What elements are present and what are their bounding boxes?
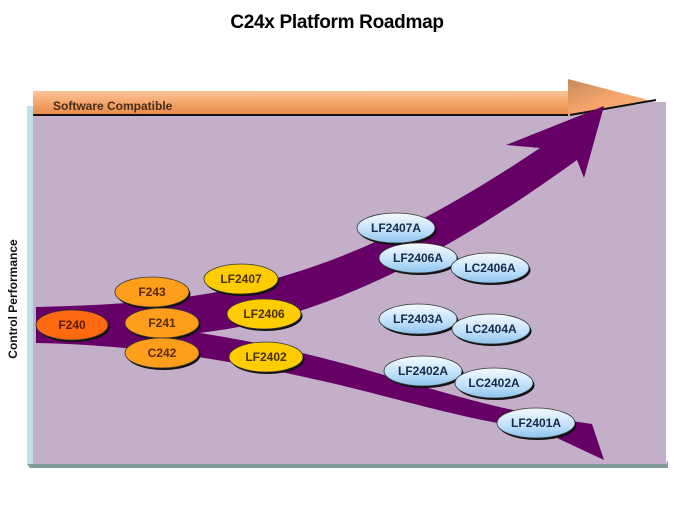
device-ellipse: [124, 337, 200, 369]
device-lf2406: LF2406: [226, 298, 303, 331]
device-lf2407a: LF2407A: [356, 212, 437, 245]
device-lf2402a: LF2402A: [383, 355, 464, 388]
device-lf2403a: LF2403A: [378, 303, 459, 336]
device-label: LF2406A: [393, 251, 443, 265]
device-label: LC2404A: [465, 322, 517, 336]
device-ellipse: [356, 212, 436, 244]
device-ellipse: [228, 341, 304, 373]
device-ellipse: [378, 303, 458, 335]
device-label: LF2407: [220, 272, 262, 286]
device-label: LC2402A: [468, 376, 520, 390]
device-ellipse: [451, 313, 531, 345]
device-lf2406a: LF2406A: [378, 242, 459, 275]
page-title: C24x Platform Roadmap: [230, 12, 444, 33]
top-arrow-label: Software Compatible: [53, 99, 173, 113]
device-label: LF2402: [245, 350, 287, 364]
software-compatible-arrow: [33, 79, 657, 116]
device-ellipse: [496, 407, 576, 439]
device-ellipse: [226, 298, 302, 330]
device-ellipse: [450, 252, 530, 284]
device-label: F243: [138, 285, 166, 299]
device-lc2406a: LC2406A: [450, 252, 531, 285]
device-lc2404a: LC2404A: [451, 313, 532, 346]
device-lc2402a: LC2402A: [454, 367, 535, 400]
panel-left-edge: [27, 106, 33, 464]
device-label: LF2407A: [371, 221, 421, 235]
device-ellipse: [114, 276, 190, 308]
device-lf2401a: LF2401A: [496, 407, 577, 440]
device-f240: F240: [35, 309, 110, 342]
device-ellipse: [203, 263, 279, 295]
device-label: C242: [148, 346, 177, 360]
device-ellipse: [454, 367, 534, 399]
device-c242: C242: [124, 337, 201, 370]
device-label: LF2401A: [511, 416, 561, 430]
device-ellipse: [378, 242, 458, 274]
device-label: F240: [58, 318, 86, 332]
device-lf2407: LF2407: [203, 263, 280, 296]
device-f241: F241: [124, 307, 201, 340]
device-label: LF2406: [243, 307, 285, 321]
device-lf2402: LF2402: [228, 341, 305, 374]
device-ellipse: [35, 309, 109, 341]
device-f243: F243: [114, 276, 191, 309]
device-label: LC2406A: [464, 261, 516, 275]
device-label: LF2403A: [393, 312, 443, 326]
device-label: LF2402A: [398, 364, 448, 378]
device-label: F241: [148, 316, 176, 330]
device-ellipse: [383, 355, 463, 387]
y-axis-label: Control Performance: [6, 239, 20, 359]
